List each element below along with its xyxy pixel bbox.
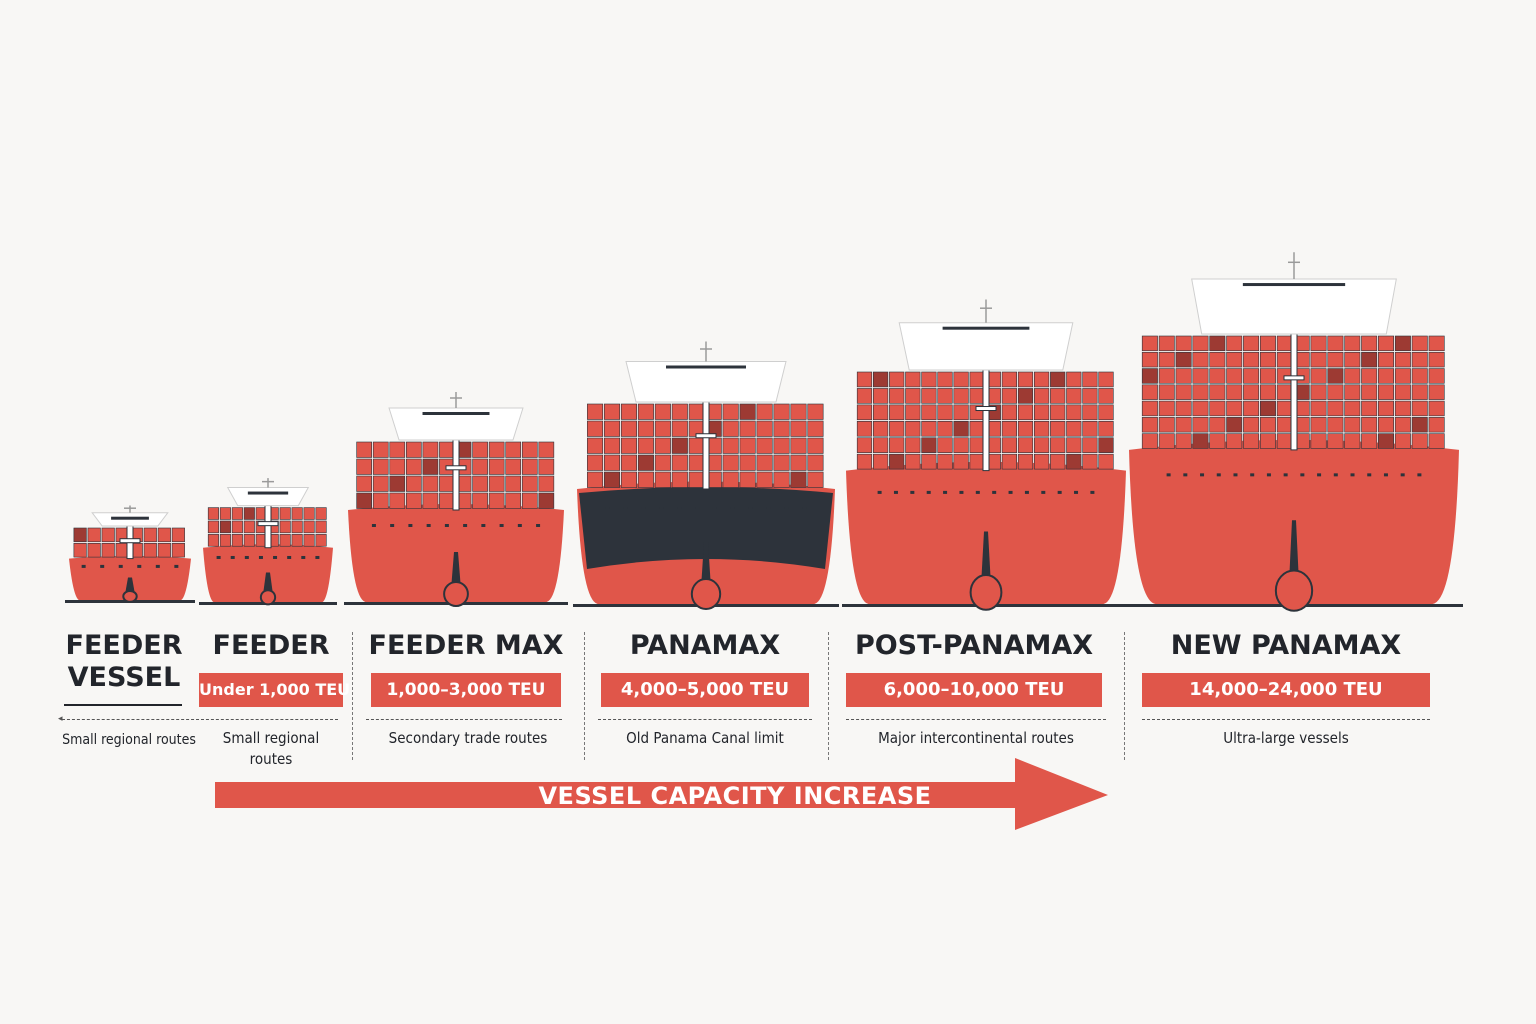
divider-line bbox=[598, 719, 812, 720]
divider-line bbox=[1142, 719, 1430, 720]
panamax-capacity-badge: 4,000–5,000 TEU bbox=[601, 673, 809, 707]
divider-line bbox=[62, 719, 338, 720]
new-panamax-column: NEW PANAMAX 14,000–24,000 TEU bbox=[1140, 630, 1432, 707]
panamax-description: Old Panama Canal limit bbox=[626, 729, 784, 747]
post-panamax-capacity-badge: 6,000–10,000 TEU bbox=[846, 673, 1102, 707]
post-panamax-ship bbox=[842, 299, 1130, 611]
capacity-arrow bbox=[215, 758, 1108, 830]
feeder-max-description: Secondary trade routes bbox=[388, 729, 548, 747]
feeder-vessel-ship bbox=[65, 505, 195, 603]
feeder-max-capacity-badge: 1,000–3,000 TEU bbox=[371, 673, 561, 707]
divider-line bbox=[846, 719, 1106, 720]
feeder-capacity-badge: Under 1,000 TEU bbox=[199, 673, 350, 707]
column-separator bbox=[584, 632, 585, 760]
column-separator bbox=[1124, 632, 1125, 760]
panamax-ship bbox=[573, 341, 839, 610]
feeder-max-column: FEEDER MAX 1,000–3,000 TEU bbox=[368, 630, 564, 707]
new-panamax-capacity-badge: 14,000–24,000 TEU bbox=[1142, 673, 1430, 707]
new-panamax-description: Ultra-large vessels bbox=[1223, 729, 1349, 747]
column-separator bbox=[352, 632, 353, 760]
feeder-max-ship bbox=[344, 392, 568, 607]
new-panamax-title: NEW PANAMAX bbox=[1170, 630, 1402, 661]
column-separator bbox=[828, 632, 829, 760]
post-panamax-description: Major intercontinental routes bbox=[878, 729, 1074, 747]
feeder-title: FEEDER bbox=[212, 630, 330, 661]
divider-line bbox=[366, 719, 562, 720]
feeder-column: FEEDER Under 1,000 TEU bbox=[198, 630, 350, 707]
post-panamax-column: POST-PANAMAX 6,000–10,000 TEU bbox=[844, 630, 1104, 707]
arrow-left-icon: ◂ bbox=[58, 714, 63, 724]
feeder-vessel-description: Small regional routes bbox=[62, 732, 196, 748]
feeder-description: Small regional routes bbox=[222, 729, 320, 768]
feeder-vessel-underline bbox=[64, 704, 182, 706]
feeder-vessel-title: FEEDER VESSEL bbox=[65, 630, 183, 693]
feeder-vessel-column: FEEDER VESSEL bbox=[60, 630, 188, 694]
capacity-arrow-label: VESSEL CAPACITY INCREASE bbox=[538, 782, 932, 810]
new-panamax-ship bbox=[1125, 252, 1463, 612]
feeder-ship bbox=[199, 478, 337, 606]
panamax-title: PANAMAX bbox=[629, 630, 781, 661]
panamax-column: PANAMAX 4,000–5,000 TEU bbox=[600, 630, 810, 707]
post-panamax-title: POST-PANAMAX bbox=[854, 630, 1094, 661]
feeder-max-title: FEEDER MAX bbox=[368, 630, 564, 661]
